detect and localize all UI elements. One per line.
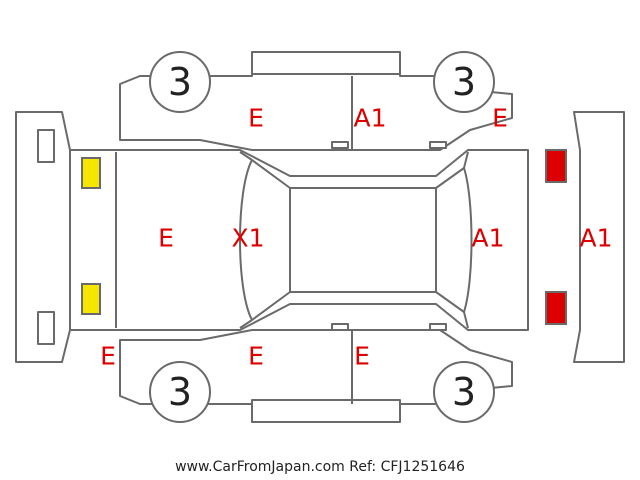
car-top-view: [69, 149, 529, 331]
rear-bumper: [573, 111, 625, 363]
footer-reference: www.CarFromJapan.com Ref: CFJ1251646: [175, 459, 465, 475]
top-door-handle-2: [429, 141, 447, 149]
pillar-front-top: [239, 151, 253, 161]
code-windshield: X1: [231, 224, 264, 253]
wheel-rear-right-tire: [433, 361, 495, 423]
wheel-front-right-grade: 3: [168, 370, 192, 414]
front-bumper-lug-top: [37, 129, 55, 163]
bottom-door-handle-2: [429, 323, 447, 331]
wheel-front-right-tire: [149, 361, 211, 423]
bottom-rocker-strip: [251, 399, 401, 423]
wheel-rear-right-grade: 3: [452, 370, 476, 414]
wheel-front-left-grade: 3: [168, 60, 192, 104]
headlight-top: [81, 157, 101, 189]
rear-window: [435, 167, 473, 313]
front-bumper-lug-bottom: [37, 311, 55, 345]
code-left-front-door: E: [248, 104, 264, 133]
wheel-rear-left-grade: 3: [452, 60, 476, 104]
code-hood: E: [158, 224, 174, 253]
car-side-bottom: [119, 323, 513, 423]
top-rocker-strip: [251, 51, 401, 75]
top-door-handle-1: [331, 141, 349, 149]
pillar-rear-bottom: [463, 311, 469, 329]
wheel-front-left-tire: [149, 51, 211, 113]
code-front-bumper: E: [100, 342, 116, 371]
code-rear-window: A1: [471, 224, 504, 253]
wheel-rear-left-tire: [433, 51, 495, 113]
pillar-front-bottom: [239, 319, 253, 329]
wheel-rear-left: 3: [433, 51, 495, 113]
wheel-front-left: 3: [149, 51, 211, 113]
rear-bumper-outline: [573, 111, 625, 363]
code-right-front-door: E: [248, 342, 264, 371]
code-left-rear-door: A1: [353, 104, 386, 133]
front-bumper: [15, 111, 71, 363]
pillar-rear-top: [463, 151, 469, 169]
code-right-rear-door: E: [354, 342, 370, 371]
taillight-top: [545, 149, 567, 183]
headlight-bottom: [81, 283, 101, 315]
roof: [289, 187, 437, 293]
wheel-front-right: 3: [149, 361, 211, 423]
bottom-door-handle-1: [331, 323, 349, 331]
code-rear-bumper: A1: [579, 224, 612, 253]
code-left-rear-quarter: E: [492, 104, 508, 133]
taillight-bottom: [545, 291, 567, 325]
wheel-rear-right: 3: [433, 361, 495, 423]
